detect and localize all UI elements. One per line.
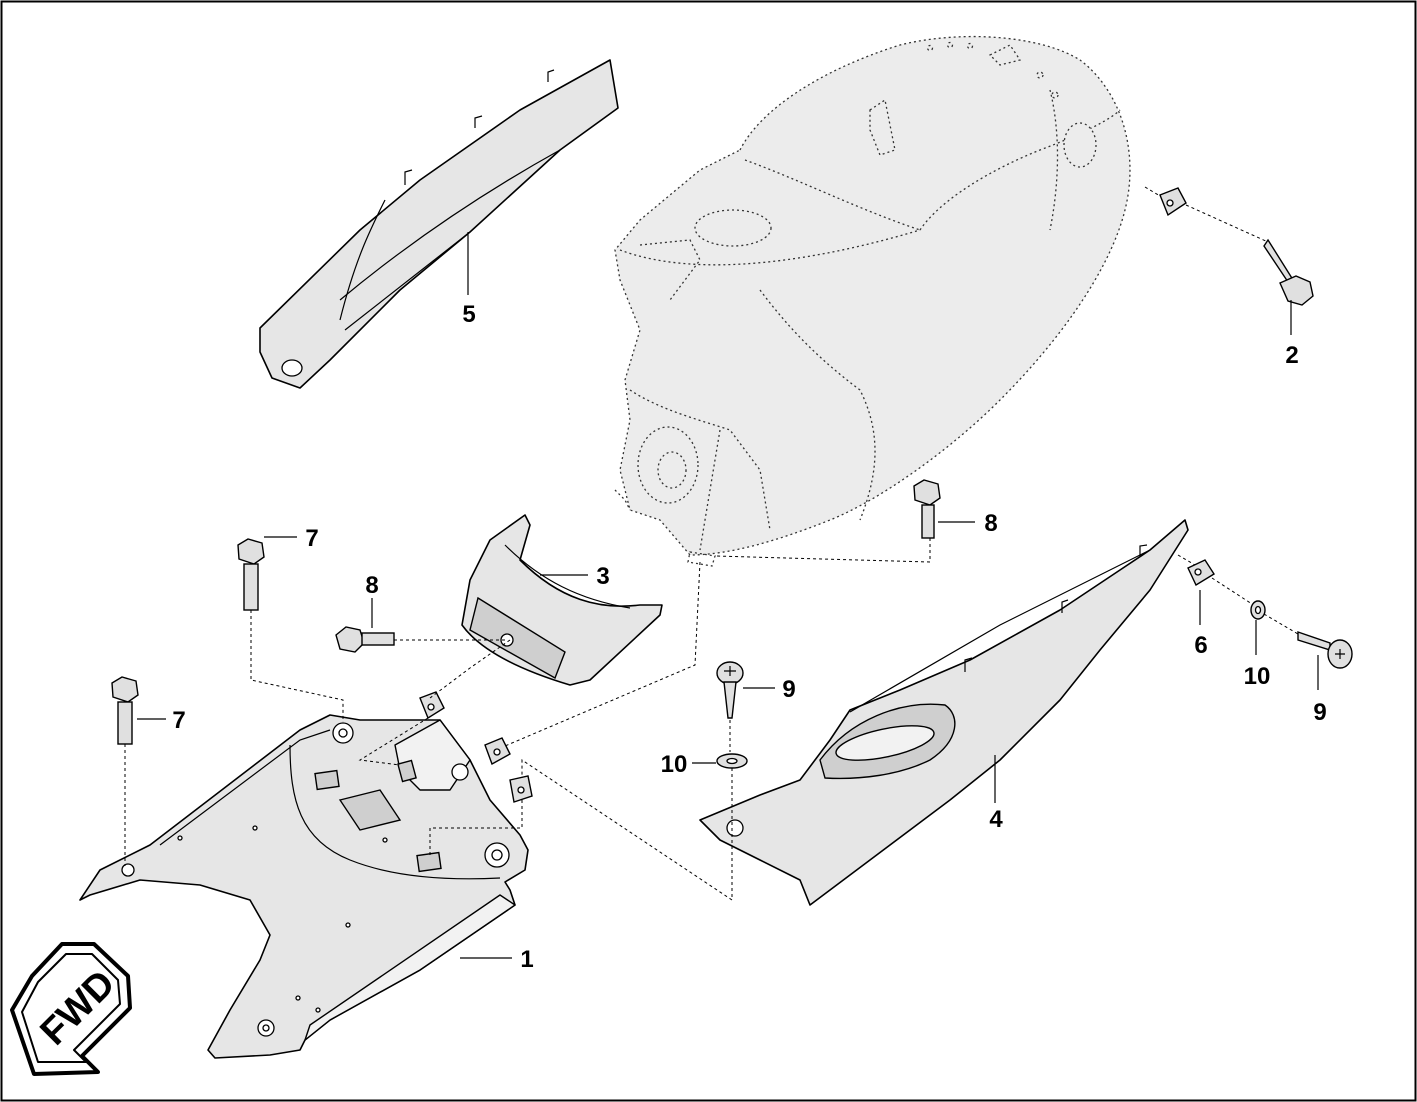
clip-nut-center-a bbox=[419, 691, 445, 720]
bolt-8-right bbox=[913, 479, 941, 539]
bolt-8-left bbox=[335, 626, 395, 653]
part-1-rear-undertray bbox=[79, 714, 529, 1059]
callout-10-right: 10 bbox=[1244, 663, 1271, 690]
reference-seat-ghost bbox=[614, 35, 1131, 567]
callout-8-left: 8 bbox=[365, 572, 378, 599]
callout-1: 1 bbox=[520, 946, 533, 973]
bolt-7-upper bbox=[237, 538, 265, 611]
callout-2: 2 bbox=[1285, 342, 1298, 369]
clip-nut-upper-right bbox=[1159, 187, 1187, 217]
part-3-rear-center-cover bbox=[461, 514, 663, 686]
part-5-upper-side-cover bbox=[259, 59, 619, 389]
clip-nut-center-c bbox=[509, 775, 533, 803]
callout-5: 5 bbox=[462, 301, 475, 328]
callout-9-right: 9 bbox=[1313, 699, 1326, 726]
callout-7-upper: 7 bbox=[305, 525, 318, 552]
callout-4: 4 bbox=[989, 806, 1003, 833]
callout-7-lower: 7 bbox=[172, 707, 185, 734]
bolt-7-lower bbox=[111, 676, 139, 745]
part-4-lower-side-cover bbox=[699, 519, 1189, 906]
bolt-2 bbox=[1263, 238, 1314, 306]
callout-6: 6 bbox=[1194, 632, 1207, 659]
screw-9-center bbox=[716, 661, 744, 719]
callout-3: 3 bbox=[596, 563, 609, 590]
assembly-dashed-lines bbox=[124, 186, 1299, 901]
clip-nut-center-b bbox=[484, 737, 511, 766]
callout-10-center: 10 bbox=[661, 751, 688, 778]
callout-9-center: 9 bbox=[782, 676, 795, 703]
washer-10-right bbox=[1250, 600, 1266, 620]
washer-10-center bbox=[716, 753, 748, 769]
screw-9-right bbox=[1297, 631, 1353, 669]
callout-8-right: 8 bbox=[984, 510, 997, 537]
callout-leaders bbox=[137, 232, 1319, 959]
clip-nut-6 bbox=[1187, 559, 1215, 587]
